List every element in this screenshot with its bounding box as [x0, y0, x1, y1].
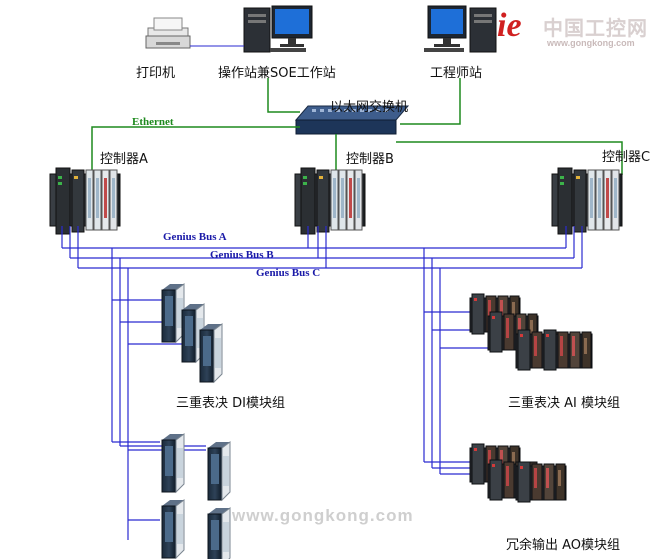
- engineer-station-icon: [424, 5, 497, 53]
- di-module-6: [161, 499, 185, 559]
- label-controller-b: 控制器B: [346, 152, 394, 167]
- station-switch-links: [267, 78, 461, 125]
- label-printer: 打印机: [136, 66, 176, 81]
- label-controller-a: 控制器A: [100, 152, 148, 167]
- gongkong-logo: ie 中国工控网 www.gongkong.com: [497, 6, 667, 52]
- ao-module-3: [515, 461, 567, 503]
- di-module-3: [199, 323, 223, 383]
- label-genius-bus-a: Genius Bus A: [163, 231, 227, 243]
- label-genius-bus-b: Genius Bus B: [210, 249, 274, 261]
- label-operator-station: 操作站兼SOE工作站: [218, 66, 336, 81]
- di-module-5: [207, 441, 231, 501]
- printer-icon: [145, 17, 191, 49]
- label-ai-group: 三重表决 AI 模块组: [508, 396, 620, 411]
- ethernet-links: [91, 126, 623, 175]
- logo-url: www.gongkong.com: [547, 38, 635, 48]
- label-ao-group: 冗余输出 AO模块组: [506, 538, 621, 553]
- logo-mark: ie: [497, 7, 522, 44]
- operator-station-icon: [243, 5, 313, 53]
- label-engineer-station: 工程师站: [430, 66, 483, 81]
- watermark: www.gongkong.com: [232, 506, 414, 525]
- ethernet-switch-icon: [294, 105, 410, 135]
- controller-c-rack: [551, 167, 623, 235]
- label-di-group: 三重表决 DI模块组: [176, 396, 285, 411]
- controller-b-rack: [294, 167, 366, 235]
- di-module-1: [161, 283, 185, 343]
- label-genius-bus-c: Genius Bus C: [256, 267, 321, 279]
- di-module-4: [161, 433, 185, 493]
- logo-name: 中国工控网: [543, 16, 648, 40]
- di-module-7: [207, 507, 231, 559]
- ai-module-4: [541, 329, 593, 371]
- controller-a-rack: [49, 167, 121, 235]
- label-controller-c: 控制器C: [602, 150, 651, 165]
- label-switch: 以太网交换机: [330, 100, 409, 115]
- label-ethernet: Ethernet: [132, 116, 174, 128]
